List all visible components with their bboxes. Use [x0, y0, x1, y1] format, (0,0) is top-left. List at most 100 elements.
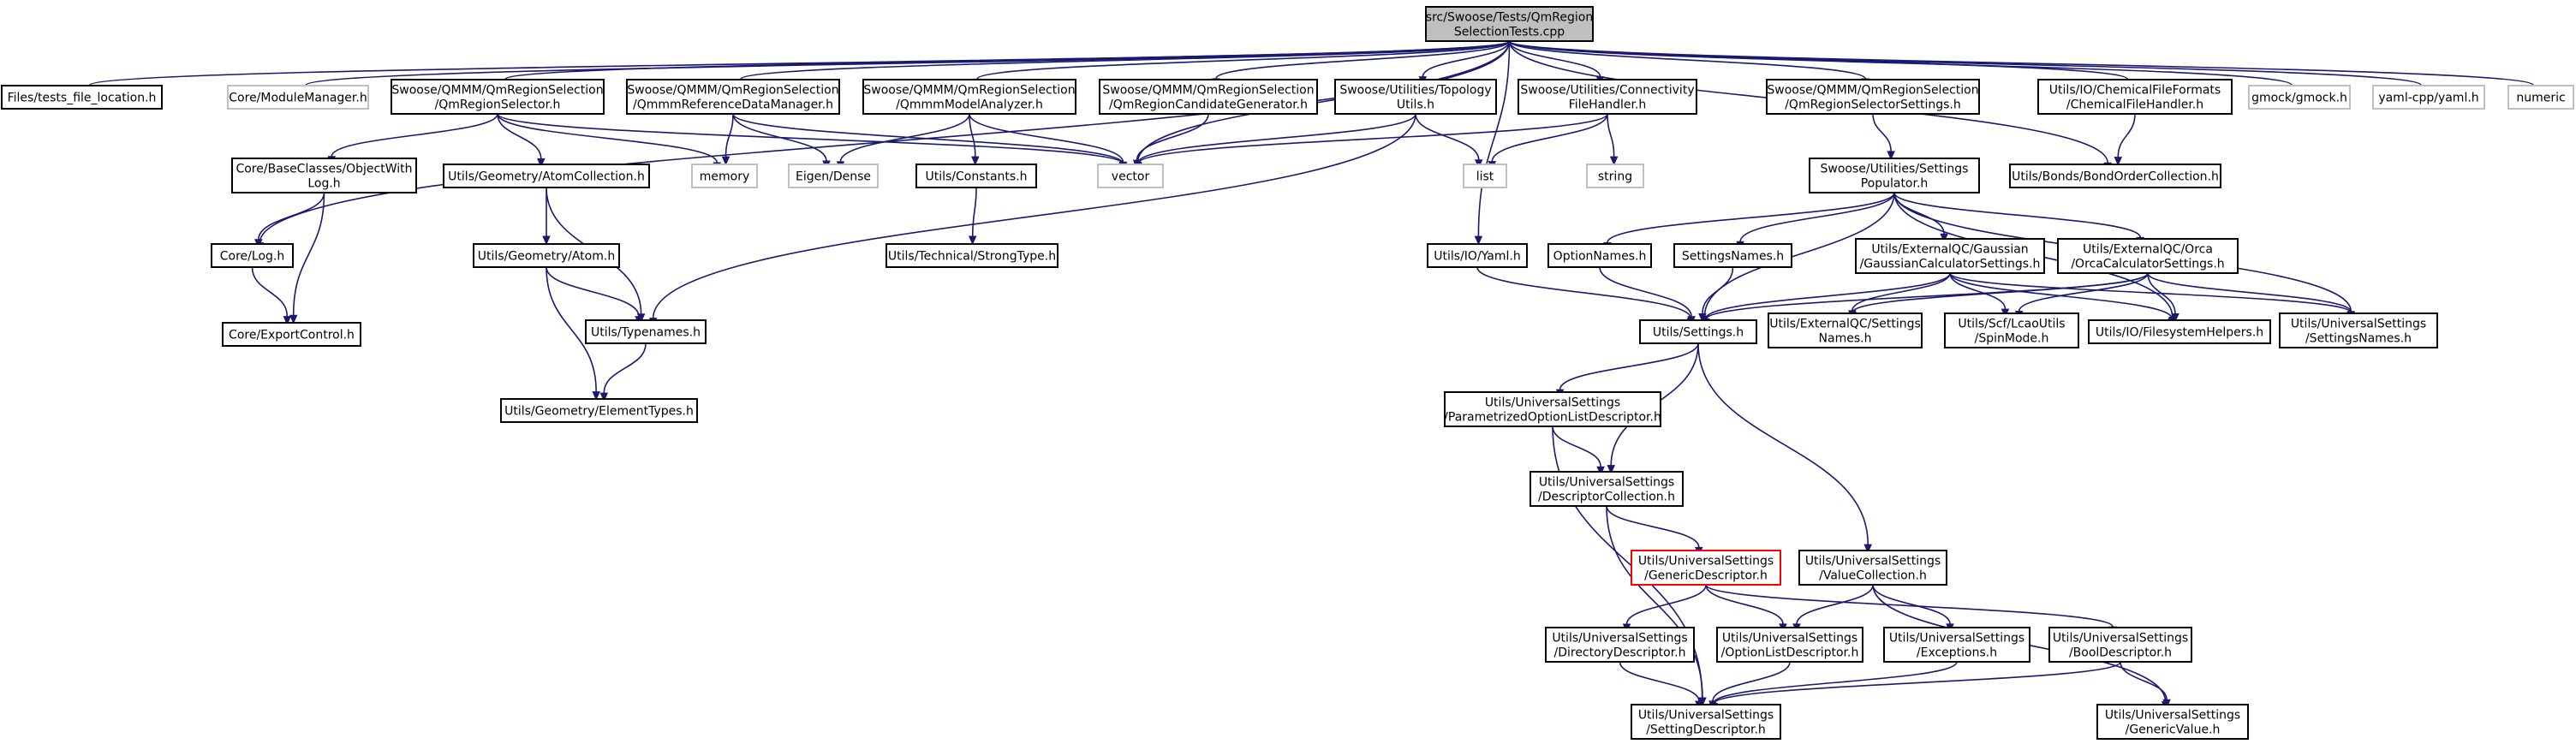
node-label-line: Utils/IO/FilesystemHelpers.h [2096, 326, 2263, 340]
edge-line [1508, 40, 2422, 86]
node-label-line: yaml-cpp/yaml.h [2378, 92, 2478, 105]
node-valuecoll[interactable]: Utils/UniversalSettings/ValueCollection.… [1798, 550, 1947, 586]
node-label-line: /BoolDescriptor.h [2069, 646, 2172, 660]
edge-arrowhead [1940, 233, 1948, 243]
edge-line [1893, 192, 2141, 238]
node-box [626, 79, 840, 115]
node-box [222, 322, 361, 347]
node-gaussian[interactable]: Utils/ExternalQC/Gaussian/GaussianCalcul… [1855, 238, 2045, 274]
node-atomcoll[interactable]: Utils/Geometry/AtomCollection.h [443, 164, 650, 188]
node-box [1444, 391, 1661, 427]
node-elemtypes[interactable]: Utils/Geometry/ElementTypes.h [500, 398, 698, 423]
node-fshelpers[interactable]: Utils/IO/FilesystemHelpers.h [2088, 319, 2271, 344]
node-strongtype[interactable]: Utils/Technical/StrongType.h [886, 243, 1058, 268]
node-usnames[interactable]: Utils/UniversalSettings/SettingsNames.h [2279, 312, 2438, 348]
edge-line [1477, 40, 1511, 237]
node-label-line: /GenericDescriptor.h [1644, 569, 1768, 583]
edge-desccoll-to-settingdesc [1606, 505, 1707, 707]
node-label-line: Core/ExportControl.h [229, 329, 355, 342]
node-typenames[interactable]: Utils/Typenames.h [585, 319, 707, 344]
node-label-line: Utils/UniversalSettings [1889, 632, 2024, 646]
node-memory[interactable]: memory [691, 164, 758, 188]
node-box [2037, 79, 2233, 115]
node-chemfile[interactable]: Utils/IO/ChemicalFileFormats/ChemicalFil… [2037, 79, 2233, 115]
node-ioyaml[interactable]: Utils/IO/Yaml.h [1427, 243, 1528, 268]
node-settings[interactable]: Utils/Settings.h [1639, 319, 1757, 344]
edge-line [603, 342, 647, 394]
node-numeric[interactable]: numeric [2507, 85, 2574, 110]
edge-line [1852, 272, 2149, 313]
edge-line [1137, 113, 1608, 164]
edge-line [1949, 272, 2007, 310]
node-extqcnames[interactable]: Utils/ExternalQC/SettingsNames.h [1768, 312, 1923, 348]
edge-arrowhead [1607, 465, 1615, 474]
edge-line [1703, 192, 1895, 317]
edge-line [1697, 342, 1869, 545]
node-generic[interactable]: Utils/UniversalSettings/GenericDescripto… [1631, 550, 1781, 586]
edge-line [258, 192, 325, 240]
node-desccoll[interactable]: Utils/UniversalSettings/DescriptorCollec… [1530, 471, 1684, 507]
node-box [1518, 79, 1697, 115]
node-label-line: vector [1112, 170, 1150, 184]
node-exceptions[interactable]: Utils/UniversalSettings/Exceptions.h [1883, 627, 2030, 663]
node-vector[interactable]: vector [1097, 164, 1164, 188]
node-yaml[interactable]: yaml-cpp/yaml.h [2372, 85, 2485, 110]
edge-connfile-to-vector [1134, 113, 1608, 173]
node-atom[interactable]: Utils/Geometry/Atom.h [473, 243, 620, 268]
node-box [886, 243, 1058, 268]
edge-arrowhead [2114, 157, 2123, 166]
node-optlist[interactable]: Utils/UniversalSettings/OptionListDescri… [1716, 627, 1863, 663]
node-setnames[interactable]: SettingsNames.h [1673, 243, 1792, 268]
node-label-line: /SpinMode.h [1975, 332, 2049, 346]
edge-layer [85, 40, 2537, 713]
node-label-line: Utils/UniversalSettings [1485, 396, 1620, 410]
node-qmmmref[interactable]: Swoose/QMMM/QmRegionSelection/QmmmRefere… [626, 79, 840, 115]
node-optnames[interactable]: OptionNames.h [1547, 243, 1652, 268]
node-qmselset[interactable]: Swoose/QMMM/QmRegionSelection/QmRegionSe… [1766, 79, 1980, 115]
node-box [1545, 627, 1695, 663]
edge-qmmmmodel-to-constants [969, 113, 980, 166]
node-tests_file[interactable]: Files/tests_file_location.h [1, 85, 163, 110]
node-root[interactable]: src/Swoose/Tests/QmRegionSelectionTests.… [1425, 6, 1594, 42]
node-booldesc[interactable]: Utils/UniversalSettings/BoolDescriptor.h [2048, 627, 2192, 663]
edge-line [1705, 272, 2149, 320]
node-paramopt[interactable]: Utils/UniversalSettings/ParametrizedOpti… [1444, 391, 1661, 427]
node-eigen[interactable]: Eigen/Dense [788, 164, 879, 188]
node-qmsel[interactable]: Swoose/QMMM/QmRegionSelection/QmRegionSe… [391, 79, 605, 115]
edge-exceptions-to-settingdesc [1709, 661, 1958, 712]
edge-line [1508, 40, 1601, 77]
edge-atom-to-elemtypes [546, 266, 600, 401]
edge-chemfile-to-bondorder [2114, 113, 2136, 166]
node-genvalue[interactable]: Utils/UniversalSettings/GenericValue.h [2096, 704, 2249, 740]
edge-arrowhead [1474, 235, 1483, 246]
node-label-line: /SettingDescriptor.h [1646, 723, 1766, 737]
edge-valuecoll-to-exceptions [1872, 584, 1954, 634]
node-qmcand[interactable]: Swoose/QMMM/QmRegionSelection/QmRegionCa… [1099, 79, 1318, 115]
node-list[interactable]: list [1463, 164, 1507, 188]
edge-line [1508, 40, 1866, 80]
edge-line [1705, 272, 1951, 319]
node-dirdesc[interactable]: Utils/UniversalSettings/DirectoryDescrip… [1545, 627, 1695, 663]
node-box [1768, 312, 1923, 348]
node-label-line: /ValueCollection.h [1819, 569, 1927, 583]
node-string[interactable]: string [1586, 164, 1644, 188]
node-exportctl[interactable]: Core/ExportControl.h [222, 322, 361, 347]
node-connfile[interactable]: Swoose/Utilities/ConnectivityFileHandler… [1518, 79, 1697, 115]
node-gmock[interactable]: gmock/gmock.h [2248, 85, 2351, 110]
node-label-line: /OptionListDescriptor.h [1721, 646, 1859, 660]
edge-settings-to-paramopt [1555, 342, 1699, 399]
node-constants[interactable]: Utils/Constants.h [915, 164, 1037, 188]
edge-line [1559, 342, 1699, 390]
node-qmmmmodel[interactable]: Swoose/QMMM/QmRegionSelection/QmmmModelA… [862, 79, 1076, 115]
node-module_mgr[interactable]: Core/ModuleManager.h [227, 85, 369, 110]
node-orca[interactable]: Utils/ExternalQC/Orca/OrcaCalculatorSett… [2057, 238, 2239, 274]
node-corelog[interactable]: Core/Log.h [211, 243, 294, 268]
node-settingdesc[interactable]: Utils/UniversalSettings/SettingDescripto… [1631, 704, 1781, 740]
node-box [231, 158, 417, 193]
node-label-line: /GenericValue.h [2126, 723, 2221, 737]
node-bondorder[interactable]: Utils/Bonds/BondOrderCollection.h [2009, 164, 2221, 188]
node-spinmode[interactable]: Utils/Scf/LcaoUtils/SpinMode.h [1944, 312, 2079, 348]
